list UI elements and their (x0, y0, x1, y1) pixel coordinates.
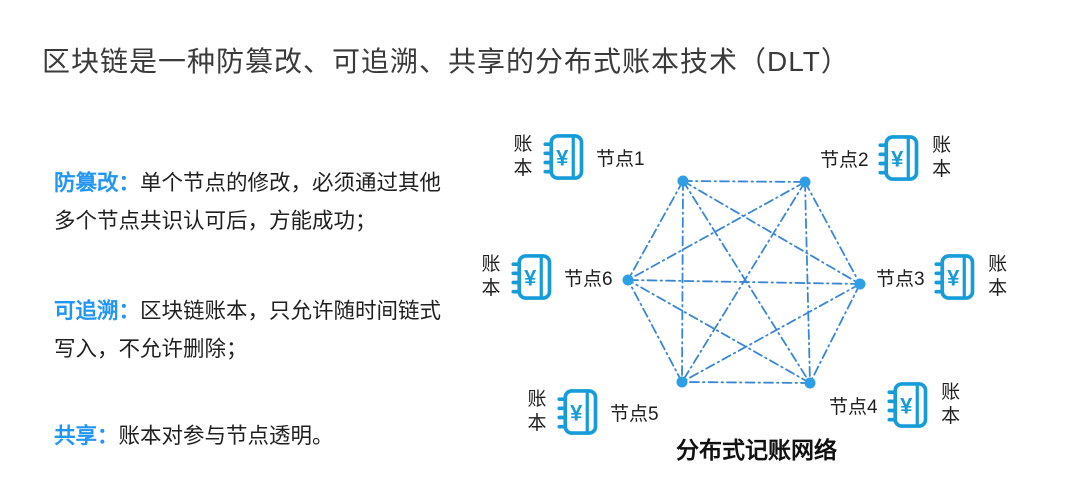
network-edge (809, 283, 861, 384)
point-traceable: 可追溯：区块链账本，只允许随时间链式写入，不允许删除； (54, 292, 450, 368)
network-edge (681, 381, 811, 384)
network-edge (627, 279, 861, 285)
point-term: 共享： (54, 424, 119, 448)
node-label: 节点6 (564, 268, 613, 290)
yen-symbol: ¥ (947, 265, 960, 290)
point-term: 可追溯： (54, 299, 141, 323)
network-edge (627, 180, 684, 281)
node-group-6: 账本 ¥ 节点6 (480, 252, 613, 302)
ledger-label: 账本 (527, 389, 547, 434)
point-text: 区块链账本，只允许随时间链式写入，不允许删除； (54, 299, 442, 361)
point-shared: 共享：账本对参与节点透明。 (54, 417, 450, 455)
point-text: 账本对参与节点透明。 (118, 424, 334, 448)
ledger-icon: ¥ (557, 389, 598, 435)
network-caption: 分布式记账网络 (676, 437, 837, 463)
ledger-icon: ¥ (543, 134, 584, 180)
node-label: 节点3 (876, 268, 925, 290)
page-title: 区块链是一种防篡改、可追溯、共享的分布式账本技术（DLT） (42, 46, 850, 77)
network-node-dot-2 (799, 176, 811, 188)
node-group-4: 节点4 ¥ 账本 (829, 380, 962, 430)
node-group-3: 节点3 ¥ 账本 (876, 252, 1009, 302)
ledger-icon: ¥ (934, 254, 974, 300)
ledger-icon: ¥ (887, 382, 927, 428)
network-node-dot-4 (804, 377, 816, 389)
ledger-label: 账本 (932, 135, 952, 180)
ledger-label: 账本 (988, 254, 1008, 299)
network-edge (627, 181, 806, 281)
node-group-2: 节点2 ¥ 账本 (820, 133, 953, 183)
network-node-dot-5 (676, 376, 688, 388)
node-group-5: 账本 ¥ 节点5 (526, 387, 659, 437)
node-label: 节点5 (610, 403, 659, 425)
node-label: 节点1 (596, 148, 645, 170)
ledger-icon: ¥ (511, 254, 552, 300)
yen-symbol: ¥ (891, 146, 904, 171)
point-term: 防篡改： (54, 171, 141, 195)
ledger-icon: ¥ (878, 135, 918, 181)
point-tamper-proof: 防篡改：单个节点的修改，必须通过其他多个节点共识认可后，方能成功； (54, 164, 450, 240)
point-text: 单个节点的修改，必须通过其他多个节点共识认可后，方能成功； (54, 171, 442, 233)
node-label: 节点2 (820, 149, 869, 171)
network-edge (804, 181, 811, 384)
yen-symbol: ¥ (900, 393, 913, 418)
yen-symbol: ¥ (570, 400, 583, 425)
ledger-label: 账本 (513, 134, 533, 179)
ledger-label: 账本 (941, 382, 961, 427)
network-node-dot-6 (622, 274, 634, 286)
ledger-label: 账本 (481, 254, 501, 299)
network-graph (622, 175, 866, 389)
network-edge (681, 180, 684, 383)
yen-symbol: ¥ (556, 145, 569, 170)
node-label: 节点4 (829, 396, 878, 418)
node-group-1: 账本 ¥ 节点1 (512, 132, 645, 182)
network-edge (804, 181, 861, 285)
network-node-dot-1 (677, 175, 689, 187)
network-edge (682, 180, 806, 183)
network-edge (682, 180, 861, 285)
network-edge (627, 279, 683, 383)
network-edge (681, 283, 861, 383)
network-node-dot-3 (854, 278, 866, 290)
yen-symbol: ¥ (524, 265, 537, 290)
network-edge (627, 279, 811, 384)
